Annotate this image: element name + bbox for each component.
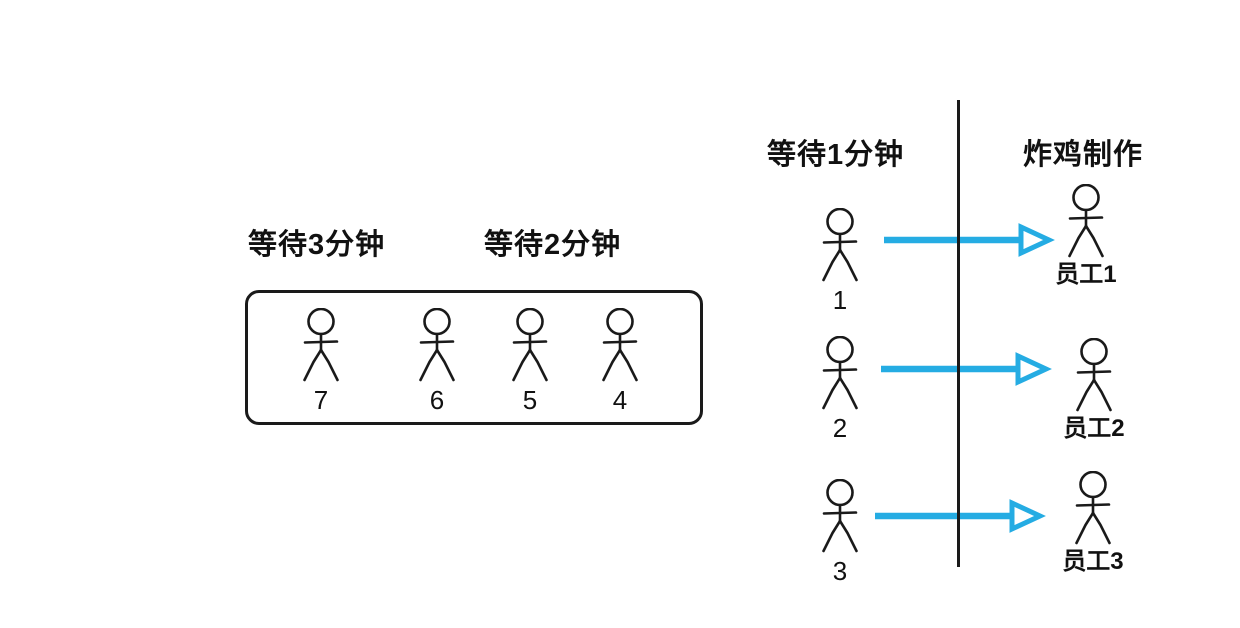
stick-figure-icon (1076, 338, 1112, 412)
queue-person-4: 4 (580, 308, 660, 413)
queue-person-7: 7 (281, 308, 361, 413)
waiting-person-1: 1 (800, 208, 880, 313)
person-number: 1 (832, 285, 848, 315)
stick-figure-icon (1075, 471, 1111, 545)
stick-figure-icon (822, 479, 858, 553)
stick-figure-icon (602, 308, 638, 382)
person-number: 5 (522, 385, 538, 415)
waiting-person-3: 3 (800, 479, 880, 584)
wait-2min-label: 等待2分钟 (484, 229, 622, 261)
person-number: 6 (429, 385, 445, 415)
stick-figure-icon (303, 308, 339, 382)
worker-2: 员工2 (1054, 338, 1134, 441)
queue-person-6: 6 (397, 308, 477, 413)
wait-3min-label: 等待3分钟 (248, 229, 386, 261)
waiting-person-2: 2 (800, 336, 880, 441)
stick-figure-icon (1068, 184, 1104, 258)
person-number: 2 (832, 413, 848, 443)
queue-person-5: 5 (490, 308, 570, 413)
queue-box (245, 290, 703, 425)
stick-figure-icon (822, 336, 858, 410)
arrow-to-worker-1-icon (880, 223, 1055, 257)
worker-3: 员工3 (1053, 471, 1133, 574)
wait-1min-label: 等待1分钟 (767, 139, 905, 171)
stick-figure-icon (822, 208, 858, 282)
divider-line (957, 100, 960, 567)
worker-label: 员工3 (1062, 548, 1124, 575)
fried-chicken-making-label: 炸鸡制作 (1023, 139, 1144, 171)
person-number: 4 (612, 385, 628, 415)
worker-label: 员工1 (1055, 261, 1117, 288)
person-number: 3 (832, 556, 848, 586)
stick-figure-icon (419, 308, 455, 382)
worker-1: 员工1 (1046, 184, 1126, 287)
person-number: 7 (313, 385, 329, 415)
arrow-to-worker-2-icon (877, 352, 1052, 386)
worker-label: 员工2 (1063, 415, 1125, 442)
stick-figure-icon (512, 308, 548, 382)
